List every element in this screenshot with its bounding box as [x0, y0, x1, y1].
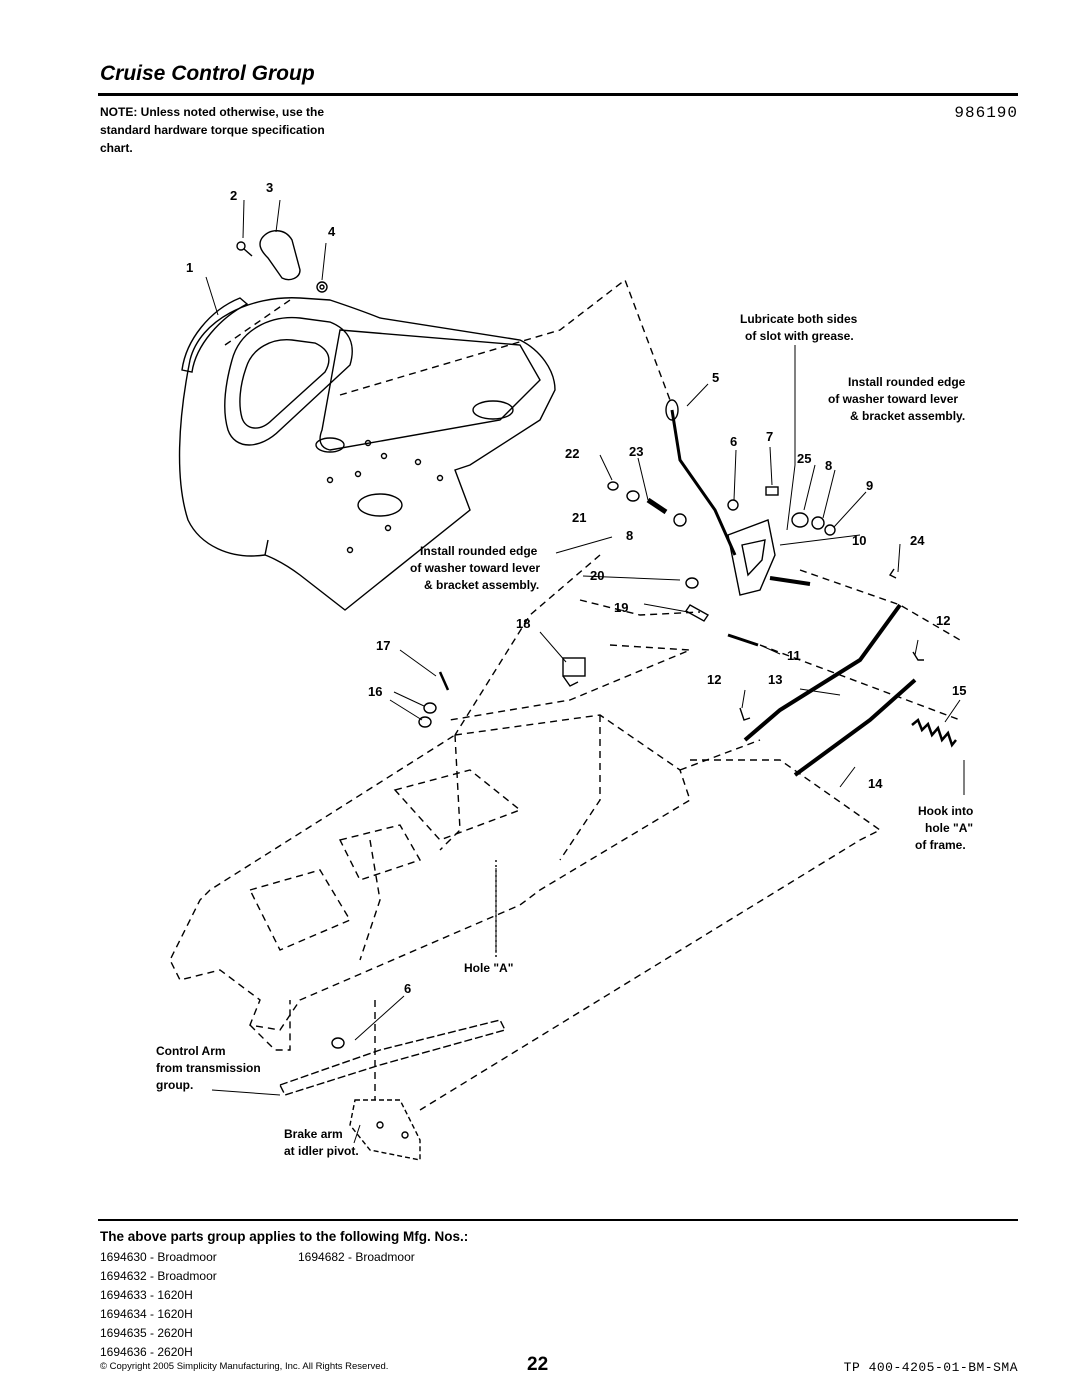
torque-note: NOTE: Unless noted otherwise, use the st… [100, 105, 325, 155]
page-title: Cruise Control Group [100, 62, 315, 85]
install-left-line2: of washer toward lever [410, 561, 540, 575]
lubricate-callout-line1: Lubricate both sides [740, 312, 858, 326]
part-label: 12 [707, 672, 721, 687]
part-label: 24 [910, 533, 925, 548]
part-label: 5 [712, 370, 719, 385]
mfg-item: 1694632 - Broadmoor [100, 1269, 217, 1283]
cruise-knob [259, 230, 301, 281]
control-arm-line2: from transmission [156, 1061, 261, 1075]
part-number: 986190 [954, 104, 1018, 122]
applies-heading: The above parts group applies to the fol… [100, 1229, 469, 1244]
hook-callout-line3: of frame. [915, 838, 966, 852]
part-label: 15 [952, 683, 966, 698]
install-right-line1: Install rounded edge [848, 375, 966, 389]
install-right-line2: of washer toward lever [828, 392, 958, 406]
hook-callout-line2: hole "A" [925, 821, 973, 835]
brake-arm-line2: at idler pivot. [284, 1144, 359, 1158]
hole-a-callout: Hole "A" [464, 961, 513, 975]
control-arm [279, 1019, 507, 1096]
control-arm-line1: Control Arm [156, 1044, 226, 1058]
part-label: 2 [230, 188, 237, 203]
part-label: 1 [186, 260, 193, 275]
part-label: 21 [572, 510, 586, 525]
section-rule [98, 1219, 1018, 1221]
part-label: 10 [852, 533, 866, 548]
part-label: 13 [768, 672, 782, 687]
part-label: 9 [866, 478, 873, 493]
part-label: 8 [626, 528, 633, 543]
link-rod [743, 603, 902, 742]
fender-pan [178, 297, 556, 611]
cruise-bracket [727, 519, 776, 596]
brake-arm-line1: Brake arm [284, 1127, 343, 1141]
part-label: 11 [787, 648, 801, 663]
part-label: 6 [730, 434, 737, 449]
cruise-rod [670, 409, 737, 556]
control-arm-line3: group. [156, 1078, 193, 1092]
part-label: 23 [629, 444, 643, 459]
lubricate-callout-line2: of slot with grease. [745, 329, 854, 343]
part-label: 18 [516, 616, 530, 631]
part-label: 25 [797, 451, 811, 466]
part-label: 4 [328, 224, 336, 239]
document-reference: TP 400-4205-01-BM-SMA [843, 1360, 1018, 1375]
part-numbers: 1 2 3 4 5 6 7 8 9 10 11 12 12 13 14 15 1… [186, 180, 966, 996]
part-label: 14 [868, 776, 883, 791]
mfg-item: 1694635 - 2620H [100, 1326, 193, 1340]
install-left-line1: Install rounded edge [420, 544, 538, 558]
mfg-list-col1: 1694630 - Broadmoor 1694632 - Broadmoor … [100, 1248, 217, 1362]
part-label: 3 [266, 180, 273, 195]
part-label: 20 [590, 568, 604, 583]
part-label: 7 [766, 429, 773, 444]
install-left-line3: & bracket assembly. [424, 578, 539, 592]
mfg-list-col2: 1694682 - Broadmoor [298, 1248, 415, 1267]
mfg-item: 1694636 - 2620H [100, 1345, 193, 1359]
trim-strip [181, 297, 249, 373]
part-label: 17 [376, 638, 390, 653]
part-label: 6 [404, 981, 411, 996]
part-label: 8 [825, 458, 832, 473]
part-label: 16 [368, 684, 382, 699]
part-label: 12 [936, 613, 950, 628]
hook-callout-line1: Hook into [918, 804, 973, 818]
brake-arm [349, 1099, 421, 1161]
page-number: 22 [527, 1354, 549, 1375]
part-label: 22 [565, 446, 579, 461]
mfg-item: 1694634 - 1620H [100, 1307, 193, 1321]
install-right-line3: & bracket assembly. [850, 409, 965, 423]
spring-rod [793, 678, 917, 777]
spring [911, 717, 957, 748]
mfg-item: 1694630 - Broadmoor [100, 1250, 217, 1264]
part-label: 19 [614, 600, 628, 615]
mfg-item: 1694633 - 1620H [100, 1288, 193, 1302]
mfg-item: 1694682 - Broadmoor [298, 1250, 415, 1264]
callouts: Lubricate both sides of slot with grease… [156, 312, 973, 1158]
copyright: © Copyright 2005 Simplicity Manufacturin… [100, 1361, 389, 1372]
title-rule [98, 93, 1018, 96]
